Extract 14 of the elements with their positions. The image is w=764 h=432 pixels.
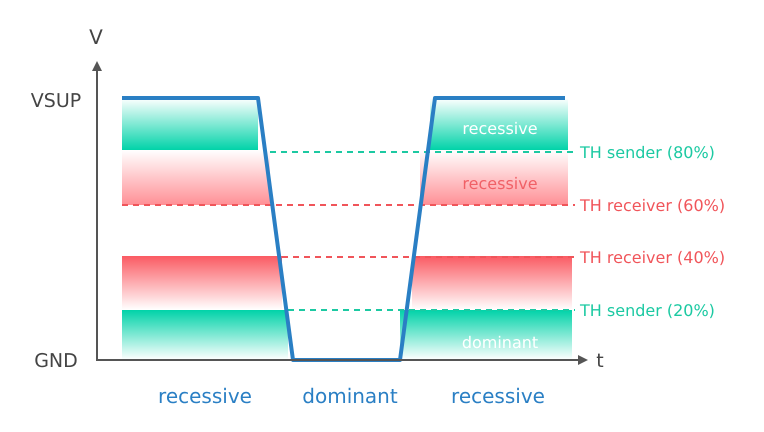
bus-state-label: dominant [302,384,398,408]
threshold-label: TH receiver (60%) [580,196,726,215]
bus-state-label: recessive [451,384,545,408]
axis-label: V [89,25,103,49]
state-label: recessive [462,119,538,138]
axis-label: GND [34,350,78,372]
bus-state-label: recessive [158,384,252,408]
axis-label: t [596,350,604,372]
axis-label: VSUP [30,90,82,112]
state-label: recessive [462,174,538,193]
threshold-label: TH sender (20%) [580,301,715,320]
threshold-label: TH sender (80%) [580,143,715,162]
state-label: dominant [462,333,538,352]
threshold-label: TH receiver (40%) [580,248,726,267]
